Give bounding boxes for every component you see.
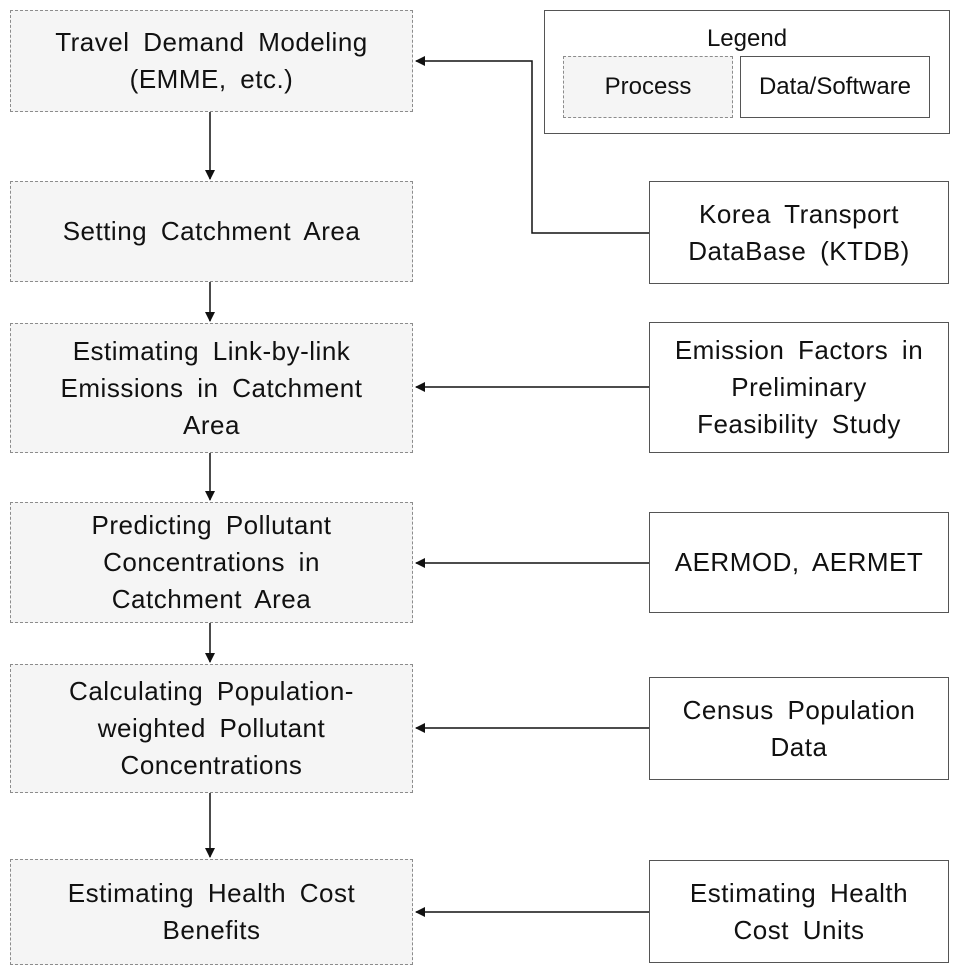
process-travel-demand-modeling: Travel Demand Modeling (EMME, etc.) bbox=[10, 10, 413, 112]
process-text-line: weighted Pollutant bbox=[97, 713, 326, 743]
legend-process-swatch: Process bbox=[563, 56, 733, 118]
legend-data-label: Data/Software bbox=[758, 73, 912, 100]
process-text-line: Concentrations in bbox=[103, 547, 320, 577]
data-ktdb: Korea Transport DataBase (KTDB) bbox=[649, 181, 949, 284]
data-aermod-aermet: AERMOD, AERMET bbox=[649, 512, 949, 613]
data-text-line: Census Population bbox=[682, 694, 916, 725]
process-text-line: Predicting Pollutant bbox=[91, 510, 332, 540]
data-text-line: Feasibility Study bbox=[697, 409, 901, 439]
process-text-line: Estimating Link-by-link bbox=[72, 335, 351, 366]
process-text-line: Travel Demand Modeling bbox=[55, 27, 368, 57]
process-text-line: Catchment Area bbox=[111, 584, 312, 614]
data-text-line: DataBase (KTDB) bbox=[688, 235, 910, 266]
data-text-line: Emission Factors in bbox=[674, 335, 924, 365]
process-predicting-concentrations: Predicting Pollutant Concentrations in C… bbox=[10, 502, 413, 623]
process-text-line: Setting Catchment Area bbox=[62, 216, 361, 246]
process-text-line: Emissions in Catchment bbox=[60, 372, 363, 403]
process-estimating-health-cost-benefits: Estimating Health Cost Benefits bbox=[10, 859, 413, 965]
legend: Legend Process Data/Software bbox=[544, 10, 950, 134]
legend-data-swatch: Data/Software bbox=[740, 56, 930, 118]
data-text-line: Estimating Health bbox=[689, 877, 909, 908]
process-text-line: Benefits bbox=[162, 915, 261, 945]
process-population-weighted-concentrations: Calculating Population- weighted Polluta… bbox=[10, 664, 413, 793]
process-text-line: Calculating Population- bbox=[69, 676, 354, 706]
process-text-line: Area bbox=[183, 409, 240, 440]
process-text-line: (EMME, etc.) bbox=[129, 64, 294, 94]
legend-title: Legend bbox=[706, 25, 788, 52]
process-text-line: Concentrations bbox=[120, 750, 303, 780]
input-arrow-ktdb bbox=[415, 56, 649, 234]
data-text-line: Korea Transport bbox=[699, 198, 899, 229]
process-estimating-link-emissions: Estimating Link-by-link Emissions in Cat… bbox=[10, 323, 413, 453]
legend-process-label: Process bbox=[604, 73, 692, 100]
data-text-line: Cost Units bbox=[733, 914, 865, 945]
data-text-line: Data bbox=[770, 731, 828, 762]
data-text-line: AERMOD, AERMET bbox=[674, 547, 924, 577]
data-census-population: Census Population Data bbox=[649, 677, 949, 780]
data-emission-factors: Emission Factors in Preliminary Feasibil… bbox=[649, 322, 949, 453]
data-text-line: Preliminary bbox=[731, 372, 867, 402]
data-health-cost-units: Estimating Health Cost Units bbox=[649, 860, 949, 963]
process-setting-catchment-area: Setting Catchment Area bbox=[10, 181, 413, 282]
process-text-line: Estimating Health Cost bbox=[67, 878, 356, 908]
